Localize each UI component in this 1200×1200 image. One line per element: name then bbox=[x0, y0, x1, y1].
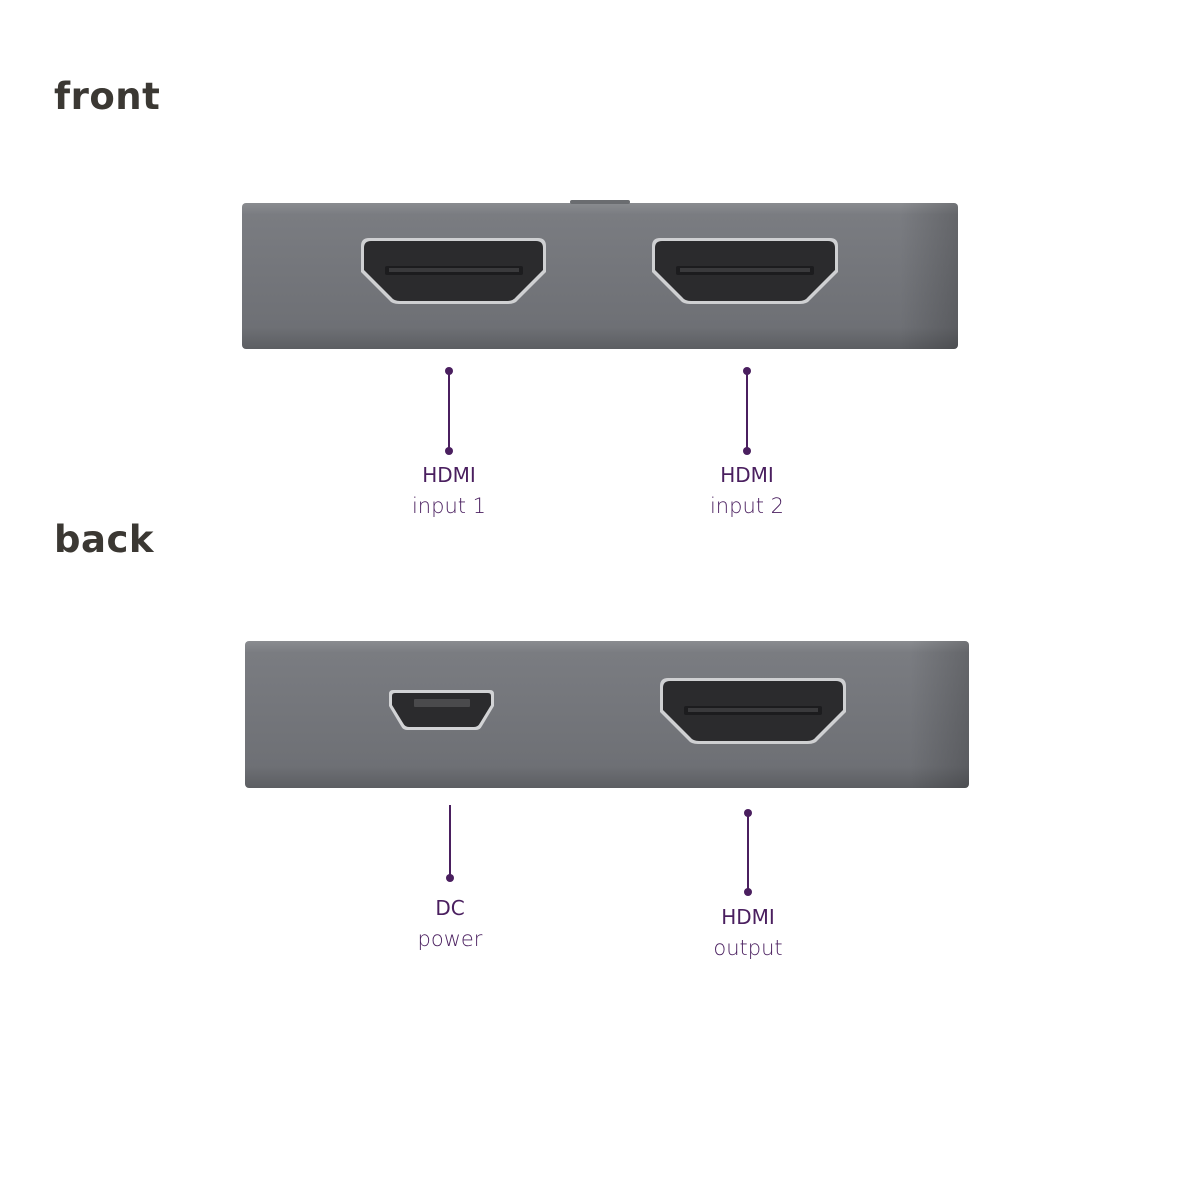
callout-subtitle: input 1 bbox=[411, 494, 487, 518]
front-device bbox=[242, 200, 958, 349]
front-callout-line-1 bbox=[445, 367, 453, 455]
back-callout-line-2 bbox=[744, 809, 752, 896]
back-section-title: back bbox=[54, 518, 154, 561]
callout-subtitle: power bbox=[417, 927, 483, 951]
front-hdmi-port-2 bbox=[652, 238, 838, 304]
back-dc-power-port bbox=[389, 690, 494, 730]
callout-subtitle: output bbox=[713, 936, 783, 960]
back-device-body bbox=[245, 641, 969, 788]
callout-title: HDMI bbox=[721, 905, 775, 929]
front-device-button bbox=[570, 200, 630, 204]
front-device-edge-shade bbox=[900, 203, 958, 349]
front-hdmi-port-1 bbox=[361, 238, 546, 304]
back-hdmi-output-port bbox=[660, 678, 846, 744]
front-callout-label-1: HDMI input 1 bbox=[349, 460, 549, 522]
front-callout-label-2: HDMI input 2 bbox=[647, 460, 847, 522]
back-device bbox=[245, 641, 969, 788]
front-section-title: front bbox=[54, 75, 161, 118]
callout-title: HDMI bbox=[422, 463, 476, 487]
back-callout-line-1 bbox=[446, 805, 454, 882]
callout-subtitle: input 2 bbox=[709, 494, 785, 518]
back-callout-label-2: HDMI output bbox=[648, 902, 848, 964]
back-device-edge-shade bbox=[910, 641, 969, 788]
callout-title: DC bbox=[435, 896, 465, 920]
back-callout-label-1: DC power bbox=[350, 893, 550, 955]
front-callout-line-2 bbox=[743, 367, 751, 455]
front-device-body bbox=[242, 203, 958, 349]
callout-title: HDMI bbox=[720, 463, 774, 487]
